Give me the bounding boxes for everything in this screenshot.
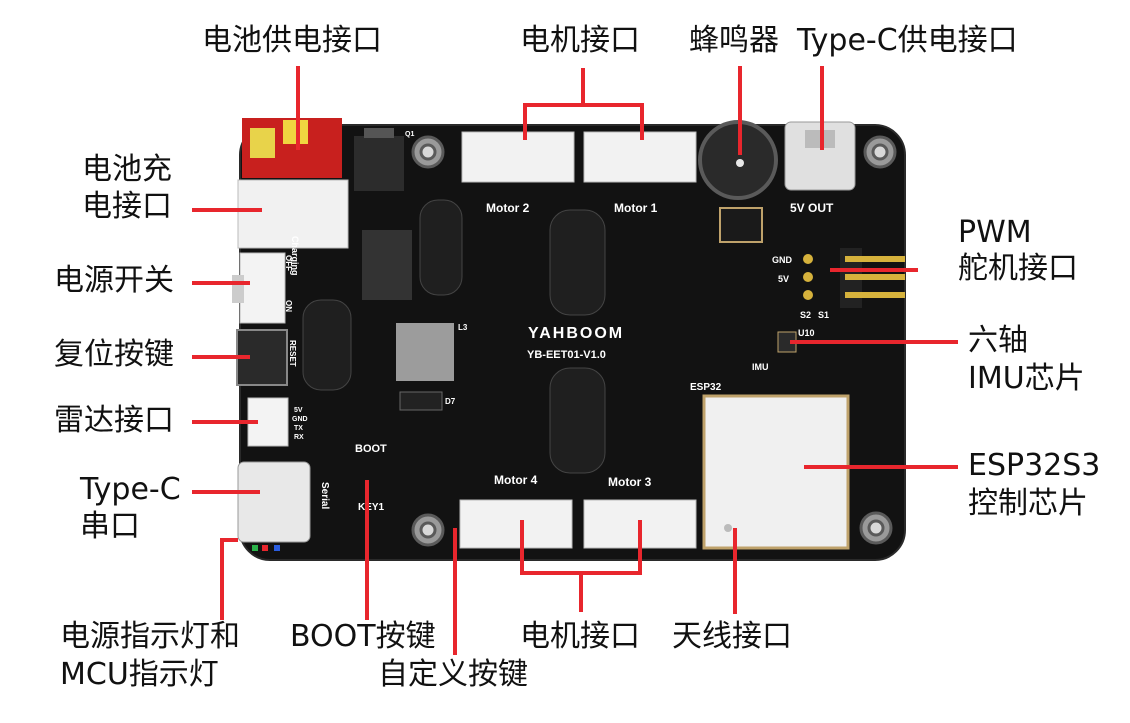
label-imu-line2: IMU芯片: [968, 361, 1085, 396]
silk-s2: S2: [800, 310, 811, 320]
label-reset-button: 复位按键: [54, 337, 174, 372]
silk-brand: YAHBOOM: [528, 325, 624, 342]
silk-motor4: Motor 4: [494, 473, 538, 487]
label-esp32-line1: ESP32S3: [968, 448, 1101, 483]
label-imu-line1: 六轴: [968, 323, 1028, 358]
silk-pin-rx: RX: [294, 434, 304, 441]
typec-serial-connector: [237, 461, 311, 543]
label-battery-power-port: 电池供电接口: [202, 23, 382, 58]
label-buzzer: 蜂鸣器: [689, 23, 779, 58]
silk-motor2: Motor 2: [486, 201, 530, 215]
label-esp32-line2: 控制芯片: [968, 486, 1088, 521]
silk-5v: 5V: [778, 274, 789, 284]
silk-gnd: GND: [772, 255, 793, 265]
silk-u10: U10: [798, 328, 815, 338]
silk-imu: IMU: [752, 362, 769, 372]
pwm-header: [803, 248, 905, 308]
label-lidar-port: 雷达接口: [54, 403, 174, 438]
label-boot-button: BOOT按键: [290, 619, 436, 654]
label-pwm-line1: PWM: [958, 215, 1032, 250]
silk-model: YB-EET01-V1.0: [527, 349, 606, 361]
label-battery-charge-line1: 电池充: [82, 152, 172, 187]
label-typec-power-port: Type-C供电接口: [797, 23, 1018, 58]
silk-motor1: Motor 1: [614, 201, 658, 215]
label-typec-serial-line2: 串口: [80, 509, 140, 544]
silk-l3: L3: [458, 323, 468, 332]
label-power-mcu-led-line1: 电源指示灯和: [60, 619, 240, 654]
label-antenna-port: 天线接口: [672, 619, 792, 654]
silk-key1: KEY1: [358, 502, 385, 513]
label-motor-port-top: 电机接口: [520, 23, 640, 58]
silk-boot: BOOT: [355, 443, 387, 455]
mounting-holes: [411, 135, 897, 547]
label-pwm-line2: 舵机接口: [958, 251, 1078, 286]
silk-off: OFF: [284, 255, 293, 271]
silk-charging: Charging: [290, 236, 300, 276]
callout-lines: [192, 66, 958, 655]
silk-s1: S1: [818, 310, 829, 320]
label-custom-button: 自定义按键: [378, 657, 528, 692]
silk-motor3: Motor 3: [608, 475, 652, 489]
label-motor-port-bottom: 电机接口: [520, 619, 640, 654]
silk-q1: Q1: [405, 131, 414, 138]
silk-serial: Serial: [319, 482, 330, 509]
battery-charge-connector: [237, 179, 349, 249]
esp32-module: [702, 394, 850, 550]
silk-pin-gnd: GND: [292, 416, 308, 423]
label-power-mcu-led-line2: MCU指示灯: [60, 657, 219, 692]
power-switch: [239, 252, 286, 324]
label-typec-serial-line1: Type-C: [80, 472, 181, 507]
label-power-switch: 电源开关: [54, 263, 174, 298]
silk-pin-tx: TX: [294, 425, 303, 432]
silk-on: ON: [284, 300, 293, 312]
motor-connectors-top: [461, 131, 697, 183]
silk-esp32: ESP32: [690, 382, 722, 393]
label-battery-charge-line2: 电接口: [82, 189, 172, 224]
silk-d7: D7: [445, 397, 456, 406]
silk-5v-out: 5V OUT: [790, 201, 834, 215]
silk-reset: RESET: [288, 340, 297, 367]
reset-button-part: [236, 329, 288, 386]
silk-pin-5v: 5V: [294, 407, 303, 414]
battery-power-connector: [242, 118, 342, 178]
